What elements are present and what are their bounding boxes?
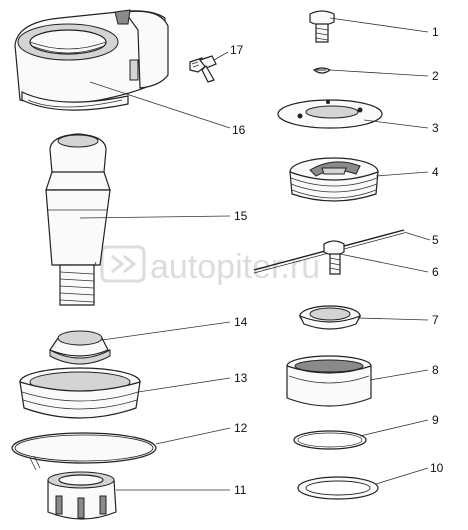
part-14-ball-seat [49, 330, 111, 365]
callout-labels: 1 2 3 4 5 6 7 8 9 10 11 12 13 14 15 16 1… [230, 25, 444, 497]
callout-9: 9 [432, 413, 439, 427]
part-6-screw [323, 240, 345, 275]
part-8-bushing [286, 355, 372, 407]
callout-2: 2 [432, 69, 439, 83]
callout-12: 12 [234, 421, 248, 435]
callout-10: 10 [430, 461, 444, 475]
part-12-snap-ring [11, 432, 157, 471]
callout-16: 16 [232, 123, 246, 137]
callout-6: 6 [432, 265, 439, 279]
leader-lines [79, 17, 431, 491]
part-2-pin [312, 67, 332, 74]
callout-11: 11 [234, 483, 247, 497]
watermark-text: autopiter.ru [150, 248, 320, 286]
part-1-bolt [309, 10, 335, 43]
callout-15: 15 [234, 209, 248, 223]
part-15-ball-pin [45, 133, 111, 306]
part-9-ring [293, 430, 367, 450]
watermark-logo-box [100, 245, 146, 283]
callout-13: 13 [234, 371, 248, 385]
callout-14: 14 [234, 315, 248, 329]
part-16-socket-housing [14, 9, 169, 111]
part-13-liner [19, 367, 141, 419]
part-17-grease-fitting [189, 55, 217, 83]
watermark-logo-arrows [111, 254, 137, 274]
callout-5: 5 [432, 233, 439, 247]
watermark: autopiter.ru [100, 245, 320, 286]
callout-1: 1 [432, 25, 439, 39]
callout-4: 4 [432, 165, 439, 179]
part-11-slotted-nut [47, 471, 117, 520]
part-7-spring-seat [298, 305, 362, 330]
callout-7: 7 [432, 313, 439, 327]
part-10-washer [297, 476, 379, 500]
callout-8: 8 [432, 363, 439, 377]
part-3-cover-plate [277, 99, 383, 129]
callout-17: 17 [230, 43, 244, 57]
callout-3: 3 [432, 121, 439, 135]
part-4-threaded-plug [289, 157, 379, 202]
